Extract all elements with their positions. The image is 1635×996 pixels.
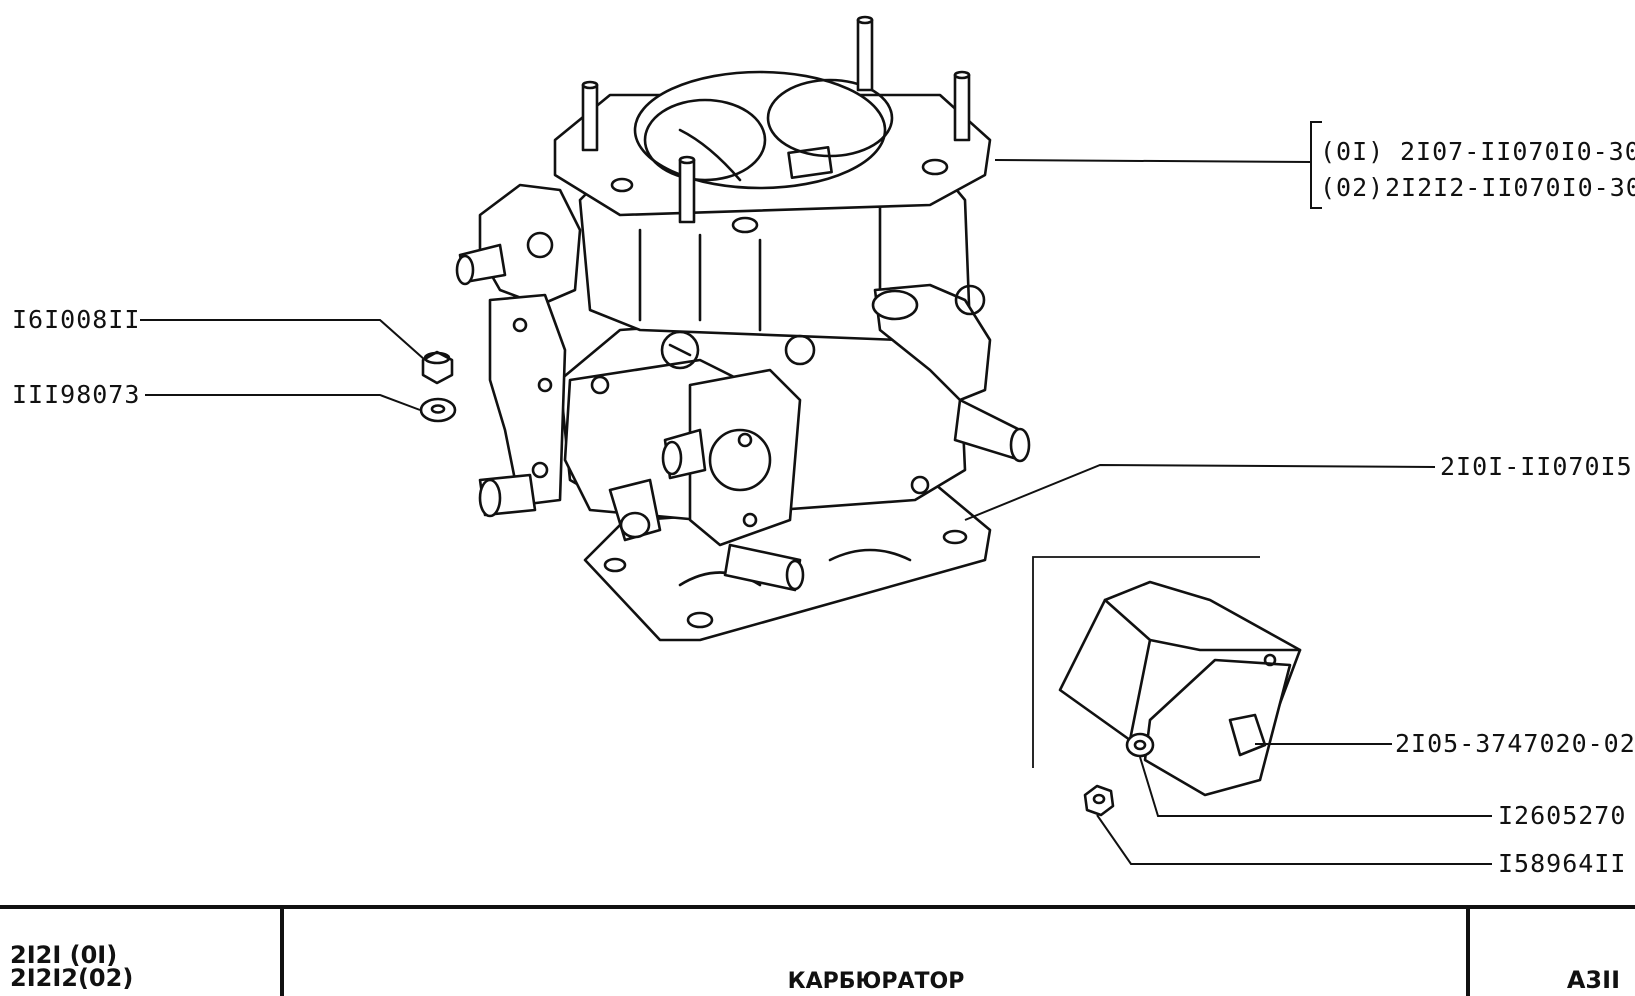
label-top-cover-01: 2I07-II070I0-30 (1400, 137, 1635, 166)
part-labels: (0I) 2I07-II070I0-30 (02) 2I2I2-II070I0-… (12, 137, 1635, 878)
cover-assembly-inset (1032, 556, 1302, 817)
label-cover-assembly: 2I05-3747020-02 (1395, 729, 1635, 758)
nut-washer-illustration (419, 350, 457, 423)
title-block: 2I2I (0I) 2I2I2(02) КАРБЮРАТОР A3II (0, 905, 1635, 996)
label-top-cover-02: 2I2I2-II070I0-30 (1385, 173, 1635, 202)
footer-sheet-number: A3II (1567, 966, 1620, 994)
label-top-cover-02-code: (02) (1320, 173, 1384, 202)
label-small-nut: I58964II (1498, 849, 1626, 878)
label-small-washer: I2605270 (1498, 801, 1626, 830)
label-top-cover-01-code: (0I) (1320, 137, 1384, 166)
footer-models-line1: 2I2I (0I) (10, 941, 117, 969)
leader-lines (140, 121, 1492, 865)
footer-title: КАРБЮРАТОР (788, 969, 965, 994)
carburetor-illustration (455, 15, 1031, 642)
footer-models-line2: 2I2I2(02) (10, 964, 133, 992)
label-gasket: 2I0I-II070I5 (1440, 452, 1633, 481)
label-nut: I6I008II (12, 305, 140, 334)
label-washer: III98073 (12, 380, 140, 409)
